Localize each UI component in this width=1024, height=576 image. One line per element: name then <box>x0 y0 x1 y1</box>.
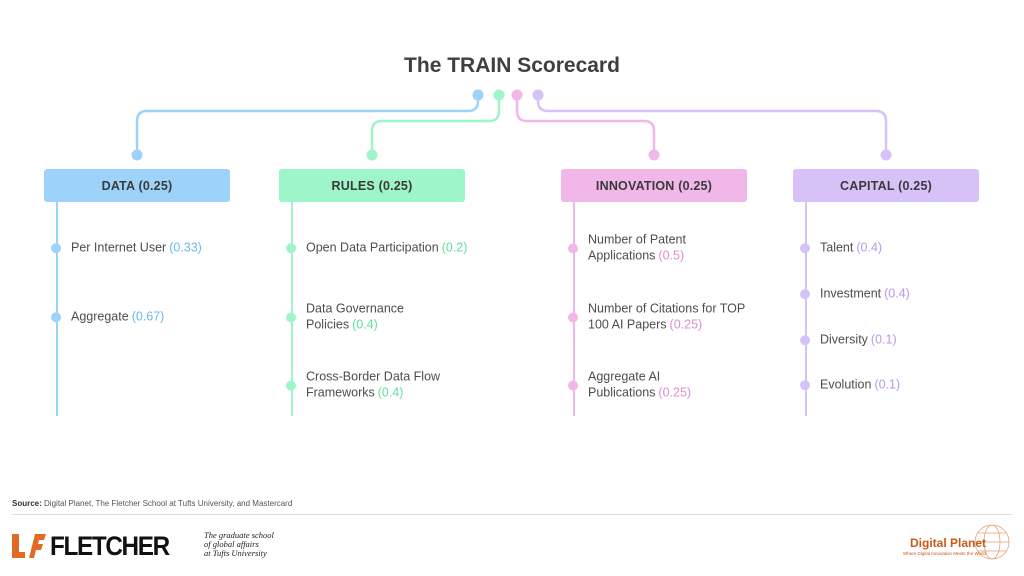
indicator-item: Per Internet User(0.33) <box>51 240 241 256</box>
indicator-item: Number of Citations for TOP 100 AI Paper… <box>568 301 758 333</box>
source-note: Source: Digital Planet, The Fletcher Sch… <box>12 499 292 508</box>
digital-planet-wordmark: Digital Planet <box>909 536 986 550</box>
indicator-item: Investment(0.4) <box>800 286 990 302</box>
bullet-dot <box>286 312 296 322</box>
indicator-label: Number of Citations for TOP 100 AI Paper… <box>588 301 746 332</box>
indicator-item: Open Data Participation(0.2) <box>286 240 476 256</box>
indicator-label: Aggregate <box>71 309 129 324</box>
bullet-dot <box>800 335 810 345</box>
indicator-label: Number of Patent Applications <box>588 232 686 263</box>
indicator-label: Evolution <box>820 377 872 392</box>
column-2: RULES (0.25) Open Data Participation(0.2)… <box>279 169 467 419</box>
digital-planet-logo: Digital Planet Where Digital Innovation … <box>903 536 986 556</box>
bullet-dot <box>800 289 810 299</box>
connector-dot <box>511 89 523 101</box>
indicator-label: Data Governance Policies <box>306 301 404 332</box>
connector-path <box>515 95 656 155</box>
indicator-item: Aggregate(0.67) <box>51 309 241 325</box>
connector-dot <box>532 89 544 101</box>
lf-monogram-icon <box>12 534 46 558</box>
connector-dot <box>472 89 484 101</box>
indicator-weight: (0.4) <box>884 286 910 301</box>
indicator-item: Aggregate AI Publications(0.25) <box>568 369 758 401</box>
indicator-weight: (0.33) <box>169 240 202 255</box>
tagline-line-2: of global affairs <box>204 539 259 549</box>
indicator-item: Diversity(0.1) <box>800 332 990 348</box>
connector-dot <box>648 149 660 161</box>
connector-dot <box>366 149 378 161</box>
bullet-dot <box>800 243 810 253</box>
indicator-weight: (0.25) <box>669 317 703 331</box>
source-label: Source: <box>12 499 42 508</box>
indicator-weight: (0.4) <box>352 317 378 331</box>
tagline-line-3: at Tufts University <box>204 548 267 558</box>
indicator-weight: (0.4) <box>377 385 404 399</box>
indicator-label: Aggregate AI Publications <box>588 369 661 400</box>
bullet-dot <box>800 380 810 390</box>
footer-divider <box>12 514 1012 515</box>
planet-grid-icon <box>974 524 1010 560</box>
fletcher-logo: FLETCHER <box>12 531 182 561</box>
bullet-dot <box>51 312 61 322</box>
bullet-dot <box>286 243 296 253</box>
page-title: The TRAIN Scorecard <box>404 54 620 77</box>
indicator-label: Investment <box>820 286 882 301</box>
column-3: INNOVATION (0.25) Number of Patent Applic… <box>561 169 749 419</box>
fletcher-wordmark: FLETCHER <box>50 530 170 561</box>
connector-path <box>135 95 480 155</box>
indicator-weight: (0.1) <box>870 332 897 347</box>
source-text: Digital Planet, The Fletcher School at T… <box>44 499 293 508</box>
indicator-label: Open Data Participation <box>306 240 439 255</box>
bullet-dot <box>51 243 61 253</box>
column-1: DATA (0.25) Per Internet User(0.33) Aggreg… <box>44 169 232 419</box>
indicator-weight: (0.2) <box>441 240 468 255</box>
digital-planet-slogan: Where Digital Innovation Meets the World <box>903 551 986 556</box>
indicator-item: Cross-Border Data Flow Frameworks(0.4) <box>286 369 476 401</box>
indicator-weight: (0.4) <box>856 240 883 255</box>
connector-path <box>370 95 501 155</box>
indicator-item: Talent(0.4) <box>800 240 990 256</box>
tagline-line-1: The graduate school <box>204 530 274 540</box>
indicator-item: Number of Patent Applications(0.5) <box>568 232 758 264</box>
column-line <box>56 202 58 416</box>
indicator-weight: (0.1) <box>874 377 901 392</box>
bullet-dot <box>568 380 578 390</box>
bullet-dot <box>286 380 296 390</box>
column-line <box>573 202 575 416</box>
column-header: RULES (0.25) <box>279 169 465 202</box>
column-header: DATA (0.25) <box>44 169 230 202</box>
fletcher-tagline: The graduate school of global affairs at… <box>204 531 274 558</box>
indicator-item: Evolution(0.1) <box>800 377 990 393</box>
column-header: CAPITAL (0.25) <box>793 169 979 202</box>
indicator-weight: (0.25) <box>658 385 692 399</box>
indicator-label: Talent <box>820 240 854 255</box>
column-line <box>805 202 807 416</box>
bullet-dot <box>568 312 578 322</box>
connector-dot <box>880 149 892 161</box>
indicator-label: Per Internet User <box>71 240 167 255</box>
indicator-label: Cross-Border Data Flow Frameworks <box>306 369 441 400</box>
column-4: CAPITAL (0.25)Talent(0.4)Investment(0.4)… <box>793 169 981 419</box>
indicator-item: Data Governance Policies(0.4) <box>286 301 476 333</box>
column-line <box>291 202 293 416</box>
connector-dot <box>493 89 505 101</box>
bullet-dot <box>568 243 578 253</box>
connector-dot <box>131 149 143 161</box>
indicator-weight: (0.5) <box>658 248 685 262</box>
indicator-label: Diversity <box>820 332 868 347</box>
connector-path <box>536 95 888 155</box>
column-header: INNOVATION (0.25) <box>561 169 747 202</box>
indicator-weight: (0.67) <box>131 309 165 324</box>
